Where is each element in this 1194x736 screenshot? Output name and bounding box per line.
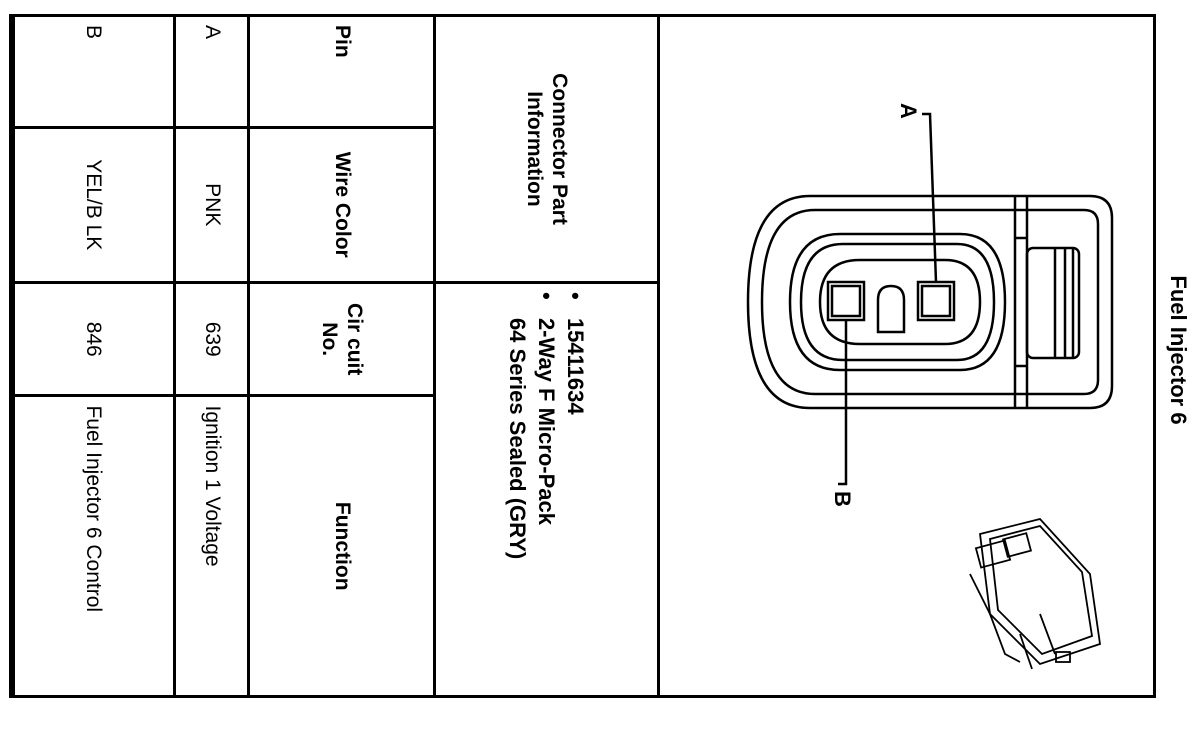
seal-ring-inner — [799, 242, 996, 362]
table-row: B YEL/B LK 846 Fuel Injector 6 Control — [10, 15, 175, 697]
pin-a-leader — [922, 112, 938, 283]
wire-color-header: Wire Color — [248, 127, 435, 283]
circuit-no-header: Cir cuit No. — [248, 282, 435, 396]
pin-a-terminal — [916, 280, 956, 322]
pin-b-terminal — [826, 280, 866, 322]
function-header: Function — [248, 395, 435, 697]
wire-color-cell: YEL/B LK — [10, 127, 175, 283]
circuit-no-cell: 846 — [10, 282, 175, 396]
pin-cell: A — [174, 15, 249, 128]
pin-b-leader — [838, 320, 848, 486]
pin-a-label: A — [895, 103, 921, 119]
sheet-border — [12, 14, 1156, 698]
connector-3d-icon — [969, 517, 1101, 670]
part-info-cell: •15411634 •2-Way F Micro-Pack 64 Series … — [434, 282, 659, 697]
pin-cavity — [818, 258, 982, 346]
part-info-item: 64 Series Sealed (GRY) — [504, 317, 530, 560]
connector-diagram: A B — [660, 14, 1156, 698]
connector-table-rotated: Connector Part Information •15411634 •2-… — [9, 14, 660, 698]
latch-outline — [1025, 246, 1081, 360]
table-row-part-info: Connector Part Information •15411634 •2-… — [434, 15, 659, 697]
pin-header: Pin — [248, 15, 435, 128]
pin-b-label: B — [829, 491, 855, 507]
housing-outline — [746, 194, 1114, 410]
bullet-icon: • — [563, 291, 589, 300]
circuit-no-cell: 639 — [174, 282, 249, 396]
pin-cell: B — [10, 15, 175, 128]
wire-color-cell: PNK — [174, 127, 249, 283]
part-info-header-label: Connector Part Information — [523, 73, 571, 225]
part-info-item: •15411634 — [563, 291, 589, 415]
cavity-key — [876, 284, 906, 334]
function-cell: Fuel Injector 6 Control — [10, 395, 175, 697]
connector-table-region: Connector Part Information •15411634 •2-… — [9, 14, 660, 698]
table-row: A PNK 639 Ignition 1 Voltage — [174, 15, 249, 697]
part-info-list: •15411634 •2-Way F Micro-Pack 64 Series … — [505, 292, 589, 687]
part-info-item: •2-Way F Micro-Pack — [534, 291, 560, 525]
function-cell: Ignition 1 Voltage — [174, 395, 249, 697]
connector-face-svg — [746, 112, 1114, 670]
part-info-header: Connector Part Information — [434, 15, 659, 283]
housing-inner-outline — [760, 208, 1100, 396]
connector-table: Connector Part Information •15411634 •2-… — [9, 14, 660, 698]
seal-ring-outer — [788, 232, 1007, 372]
bullet-icon: • — [534, 291, 560, 300]
page-title: Fuel Injector 6 — [1166, 275, 1191, 425]
table-header-row: Pin Wire Color Cir cuit No. Function — [248, 15, 435, 697]
